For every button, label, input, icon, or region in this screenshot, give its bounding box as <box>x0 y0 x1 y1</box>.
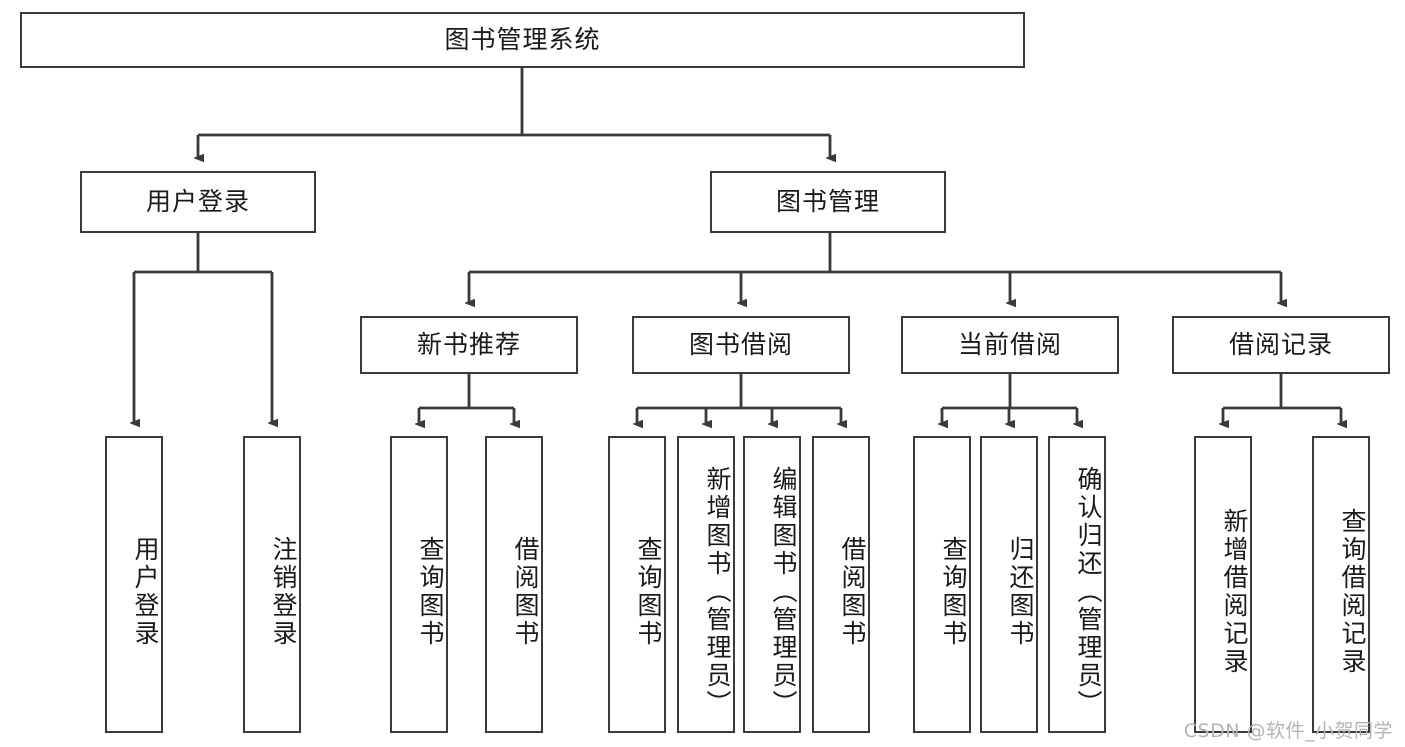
node-leaf-user-login-label: 用户登录 <box>131 535 160 648</box>
node-leaf-edit-book-label: 编辑图书（管理员） <box>769 465 798 718</box>
node-root[interactable]: 图书管理系统 <box>20 12 1025 68</box>
node-leaf-query-book-2[interactable]: 查询图书 <box>608 436 666 733</box>
node-leaf-return-book[interactable]: 归还图书 <box>980 436 1038 733</box>
node-leaf-query-record[interactable]: 查询借阅记录 <box>1312 436 1370 733</box>
node-current-borrow-label: 当前借阅 <box>957 330 1062 360</box>
node-leaf-query-book-3-label: 查询图书 <box>939 535 968 648</box>
node-leaf-confirm-return-label: 确认归还（管理员） <box>1074 465 1103 718</box>
watermark: CSDN @软件_小贺同学 <box>1183 720 1393 742</box>
node-leaf-add-record-label: 新增借阅记录 <box>1220 507 1249 676</box>
node-leaf-add-book-label: 新增图书（管理员） <box>703 465 732 718</box>
node-leaf-query-record-label: 查询借阅记录 <box>1338 507 1367 676</box>
node-book-manage-label: 图书管理 <box>775 187 880 217</box>
node-leaf-add-record[interactable]: 新增借阅记录 <box>1194 436 1252 733</box>
node-book-manage[interactable]: 图书管理 <box>710 171 946 233</box>
node-borrow-record-label: 借阅记录 <box>1228 330 1333 360</box>
node-leaf-query-book-3[interactable]: 查询图书 <box>913 436 971 733</box>
node-book-borrow[interactable]: 图书借阅 <box>632 316 850 374</box>
node-leaf-edit-book[interactable]: 编辑图书（管理员） <box>743 436 801 733</box>
node-leaf-borrow-book-2-label: 借阅图书 <box>838 535 867 648</box>
node-book-borrow-label: 图书借阅 <box>688 330 793 360</box>
node-leaf-confirm-return[interactable]: 确认归还（管理员） <box>1048 436 1106 733</box>
node-borrow-record[interactable]: 借阅记录 <box>1172 316 1390 374</box>
node-leaf-query-book-2-label: 查询图书 <box>634 535 663 648</box>
node-leaf-add-book[interactable]: 新增图书（管理员） <box>677 436 735 733</box>
node-leaf-borrow-book-1[interactable]: 借阅图书 <box>485 436 543 733</box>
node-user-login[interactable]: 用户登录 <box>80 171 316 233</box>
node-leaf-return-book-label: 归还图书 <box>1006 535 1035 648</box>
node-leaf-user-logout[interactable]: 注销登录 <box>243 436 301 733</box>
node-leaf-borrow-book-1-label: 借阅图书 <box>511 535 540 648</box>
node-leaf-query-book-1-label: 查询图书 <box>416 535 445 648</box>
node-new-book-rec-label: 新书推荐 <box>416 330 521 360</box>
node-current-borrow[interactable]: 当前借阅 <box>901 316 1119 374</box>
node-leaf-user-login[interactable]: 用户登录 <box>105 436 163 733</box>
node-leaf-query-book-1[interactable]: 查询图书 <box>390 436 448 733</box>
node-new-book-rec[interactable]: 新书推荐 <box>360 316 578 374</box>
node-leaf-borrow-book-2[interactable]: 借阅图书 <box>812 436 870 733</box>
node-user-login-label: 用户登录 <box>145 187 250 217</box>
node-root-label: 图书管理系统 <box>444 25 601 55</box>
node-leaf-user-logout-label: 注销登录 <box>269 535 298 648</box>
